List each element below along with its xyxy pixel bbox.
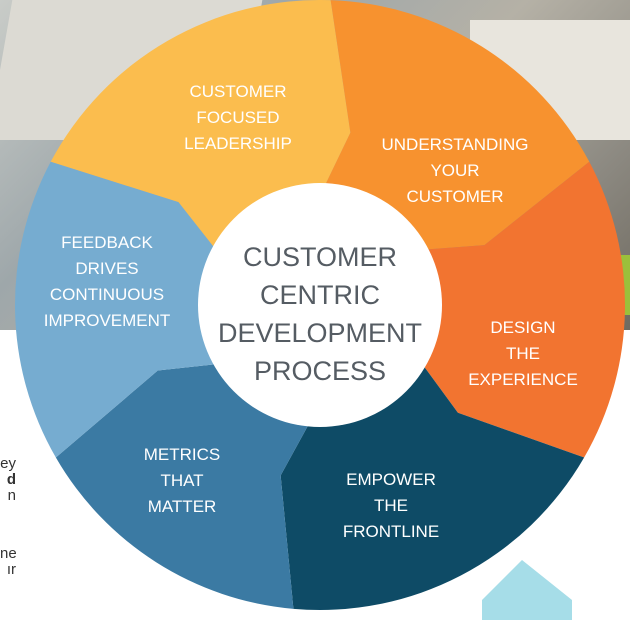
teal-accent-shape bbox=[482, 560, 572, 620]
segment-label: UNDERSTANDING YOUR CUSTOMER bbox=[381, 132, 528, 210]
side-text-line: ır bbox=[6, 561, 16, 578]
segment-label-line: FRONTLINE bbox=[342, 522, 440, 541]
center-title: CUSTOMER CENTRIC DEVELOPMENT PROCESS bbox=[218, 238, 422, 390]
wheel-segment bbox=[280, 364, 585, 610]
center-title-line: DEVELOPMENT bbox=[217, 318, 423, 348]
segment-label: DESIGN THE EXPERIENCE bbox=[468, 315, 578, 393]
segment-label-line: UNDERSTANDING bbox=[381, 135, 529, 154]
center-title-line: CUSTOMER bbox=[242, 242, 398, 272]
segment-label-line: DRIVES bbox=[75, 259, 139, 278]
segment-label-line: EXPERIENCE bbox=[468, 370, 578, 389]
segment-label: METRICS THAT MATTER bbox=[144, 442, 221, 520]
segment-label-line: THAT bbox=[160, 471, 204, 490]
wheel-segment bbox=[50, 0, 351, 250]
segment-label-line: MATTER bbox=[147, 497, 217, 516]
segment-label-line: IMPROVEMENT bbox=[43, 311, 171, 330]
side-text-line: ey bbox=[0, 456, 16, 472]
wheel-segment bbox=[422, 161, 625, 458]
segment-label: EMPOWER THE FRONTLINE bbox=[343, 467, 439, 545]
center-circle bbox=[198, 183, 442, 427]
segment-label-line: THE bbox=[506, 344, 540, 363]
segment-label-line: THE bbox=[374, 496, 408, 515]
segment-label-line: METRICS bbox=[143, 445, 221, 464]
wheel-segment bbox=[324, 0, 590, 250]
segment-label-line: CUSTOMER bbox=[406, 187, 504, 206]
segment-label-line: DESIGN bbox=[490, 318, 556, 337]
segment-label-line: FEEDBACK bbox=[61, 233, 153, 252]
center-title-line: CENTRIC bbox=[259, 280, 380, 310]
side-text-line: n bbox=[7, 487, 16, 504]
segment-label-line: YOUR bbox=[430, 161, 480, 180]
side-text-line: ne bbox=[0, 545, 16, 562]
side-text-line: d bbox=[6, 471, 16, 488]
segment-label-line: FOCUSED bbox=[196, 108, 280, 127]
center-title-line: PROCESS bbox=[253, 356, 387, 386]
segment-label: CUSTOMER FOCUSED LEADERSHIP bbox=[184, 79, 292, 157]
segment-label: FEEDBACK DRIVES CONTINUOUS IMPROVEMENT bbox=[44, 230, 171, 334]
segment-label-line: CUSTOMER bbox=[189, 82, 287, 101]
cropped-side-text: ey d n ne ır bbox=[0, 456, 16, 578]
segment-label-line: LEADERSHIP bbox=[184, 134, 292, 153]
wheel-segment bbox=[55, 364, 310, 609]
segment-label-line: EMPOWER bbox=[346, 470, 436, 489]
wheel-segment bbox=[14, 161, 218, 458]
segment-label-line: CONTINUOUS bbox=[49, 285, 165, 304]
